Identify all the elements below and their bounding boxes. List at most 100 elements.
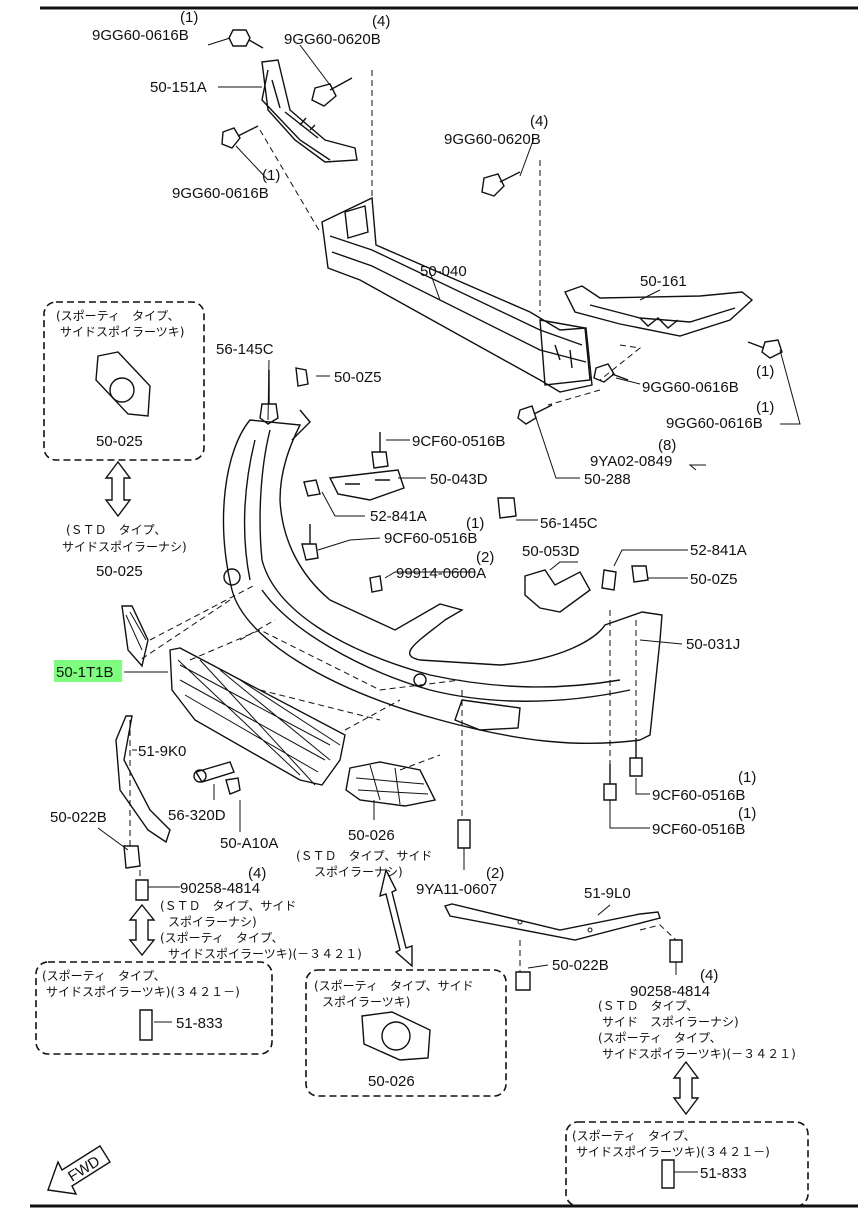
note-box-sporty-51-833-left (35, 961, 273, 1055)
note-line: スポイラーナシ) (314, 865, 403, 879)
qty-label: (1) (738, 805, 756, 822)
part-label-56-145C: 56-145C (540, 515, 598, 532)
note-line: (ＳＴＤ タイプ、 (598, 999, 698, 1013)
qty-label: (4) (530, 113, 548, 130)
part-label-52-841A: 52-841A (370, 508, 427, 525)
bolt-drawing (221, 29, 521, 197)
bolt-drawing-right (517, 339, 783, 425)
qty-label: (1) (756, 399, 774, 416)
interchange-arrow-left (128, 903, 156, 957)
note-line: (ＳＴＤ タイプ、サイド (160, 899, 296, 913)
part-label-50-A10A: 50-A10A (220, 835, 278, 852)
part-label-90258-4814: 90258-4814 (630, 983, 710, 1000)
interchange-arrow-right (672, 1060, 700, 1116)
part-label-51-833: 51-833 (176, 1015, 223, 1032)
note-line: サイドスポイラーツキ)(３４２１－) (46, 985, 240, 999)
note-line: サイド スポイラーナシ) (602, 1015, 739, 1029)
bumper-cover-50-031J-drawing (222, 409, 663, 745)
bracket-50-043D-drawing (328, 469, 405, 501)
part-label-9GG60-0620B: 9GG60-0620B (284, 31, 381, 48)
part-label-50-025: 50-025 (96, 563, 143, 580)
note-line: (スポーティ タイプ、サイド (314, 979, 474, 993)
part-label-50-031J: 50-031J (686, 636, 740, 653)
part-label-50-022B: 50-022B (50, 809, 107, 826)
highlighted-part-marker (54, 660, 122, 682)
note-line: (スポーティ タイプ、 (572, 1129, 696, 1143)
tow-hook-56-320D-drawing (193, 761, 235, 783)
part-label-9GG60-0620B: 9GG60-0620B (444, 131, 541, 148)
note-line: スポイラーツキ) (322, 995, 410, 1009)
qty-label: (1) (180, 9, 198, 26)
part-label-56-145C: 56-145C (216, 341, 274, 358)
note-box-sporty-50-026 (305, 969, 507, 1097)
qty-label: (1) (262, 167, 280, 184)
leader-lines (97, 37, 801, 1173)
bracket-50-151A-drawing (261, 59, 358, 163)
part-label-9CF60-0516B: 9CF60-0516B (412, 433, 505, 450)
part-label-50-043D: 50-043D (430, 471, 488, 488)
qty-label: (4) (700, 967, 718, 984)
note-box-sporty-50-025 (43, 301, 205, 461)
part-label-51-833: 51-833 (700, 1165, 747, 1182)
reinforcement-50-040-drawing (321, 196, 593, 393)
note-line: サイドスポイラーナシ) (62, 540, 187, 554)
interchange-arrow-middle (379, 867, 413, 968)
part-label-50-053D: 50-053D (522, 543, 580, 560)
part-label-9GG60-0616B: 9GG60-0616B (666, 415, 763, 432)
note-line: (スポーティ タイプ、 (42, 969, 166, 983)
qty-label: (2) (486, 865, 504, 882)
note-line: サイドスポイラーツキ)(－３４２１) (168, 947, 362, 961)
note-line: サイドスポイラーツキ) (60, 325, 184, 339)
qty-label: (1) (738, 769, 756, 786)
part-label-56-320D: 56-320D (168, 807, 226, 824)
note-line: サイドスポイラーツキ)(－３４２１) (602, 1047, 796, 1061)
fog-lamp-sporty-drawing (361, 1011, 431, 1061)
part-label-51-9K0: 51-9K0 (138, 743, 186, 760)
part-label-90258-4814: 90258-4814 (180, 880, 260, 897)
part-label-9GG60-0616B: 9GG60-0616B (642, 379, 739, 396)
variant-notes: (スポーティ タイプ、 サイドスポイラーツキ) (ＳＴＤ タイプ、 サイドスポイ… (42, 309, 796, 1159)
fog-cover-50-026-drawing (345, 761, 437, 807)
note-line: (スポーティ タイプ、 (56, 309, 180, 323)
bracket-51-9K0-drawing (115, 715, 171, 844)
part-label-50-288: 50-288 (584, 471, 631, 488)
fasteners-drawing (123, 367, 683, 1189)
fwd-label: FWD (65, 1153, 103, 1186)
part-label-52-841A: 52-841A (690, 542, 747, 559)
part-label-99914-0600A: 99914-0600A (396, 565, 486, 582)
fwd-arrow-icon (47, 1145, 111, 1195)
part-label-9YA11-0607: 9YA11-0607 (416, 881, 497, 898)
qty-label: (1) (466, 515, 484, 532)
part-label-50-022B: 50-022B (552, 957, 609, 974)
note-line: (ＳＴＤ タイプ、サイド (296, 849, 432, 863)
part-label-50-0Z5: 50-0Z5 (690, 571, 738, 588)
note-box-sporty-51-833-right (565, 1121, 809, 1207)
note-line: (スポーティ タイプ、 (160, 931, 284, 945)
bracket-51-9L0-drawing (443, 903, 661, 941)
part-labels: (1) 9GG60-0616B (4) 9GG60-0620B 50-151A … (50, 9, 774, 1185)
note-line: (スポーティ タイプ、 (598, 1031, 722, 1045)
part-label-50-026: 50-026 (348, 827, 395, 844)
note-line: (ＳＴＤ タイプ、 (66, 523, 166, 537)
part-label-9GG60-0616B: 9GG60-0616B (172, 185, 269, 202)
interchange-arrow-upper (104, 460, 132, 518)
part-label-50-161: 50-161 (640, 273, 687, 290)
part-label-50-0Z5: 50-0Z5 (334, 369, 382, 386)
qty-label: (2) (476, 549, 494, 566)
qty-label: (8) (658, 437, 676, 454)
qty-label: (4) (372, 13, 390, 30)
part-label-50-151A: 50-151A (150, 79, 207, 96)
part-label-9CF60-0516B: 9CF60-0516B (652, 821, 745, 838)
note-line: スポイラーナシ) (168, 915, 257, 929)
part-label-9GG60-0616B: 9GG60-0616B (92, 27, 189, 44)
part-label-50-025: 50-025 (96, 433, 143, 450)
part-label-50-026: 50-026 (368, 1073, 415, 1090)
cap-50-A10A-drawing (225, 777, 241, 795)
side-grille-sporty-drawing (95, 351, 151, 417)
part-label-50-040: 50-040 (420, 263, 467, 280)
note-line: サイドスポイラーツキ)(３４２１－) (576, 1145, 770, 1159)
qty-label: (4) (248, 865, 266, 882)
side-grille-50-025-drawing (121, 605, 149, 668)
part-label-50-1T1B: 50-1T1B (56, 664, 114, 681)
